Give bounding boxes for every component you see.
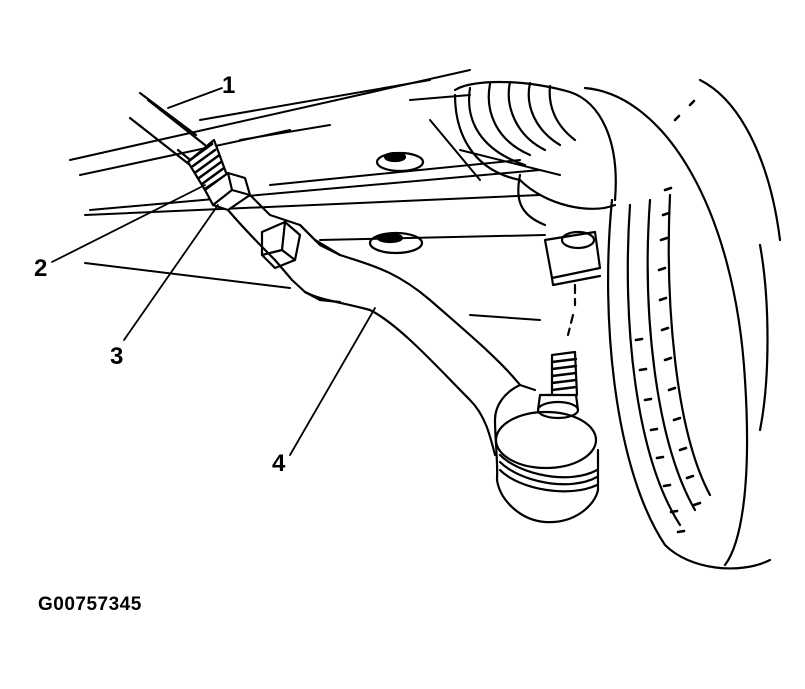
- callout-2: 2: [34, 255, 48, 282]
- leader-line-1: [167, 87, 223, 109]
- leader-line-3: [123, 204, 219, 341]
- leader-line-2: [51, 184, 206, 263]
- callout-1: 1: [222, 72, 236, 99]
- callout-4: 4: [272, 450, 286, 477]
- steering-knuckle: [543, 230, 602, 337]
- leader-line-4: [289, 307, 376, 456]
- outer-tie-rod-end: [226, 193, 537, 457]
- callout-3: 3: [110, 343, 124, 370]
- mounting-holes: [368, 151, 425, 255]
- ball-joint: [493, 350, 600, 524]
- leader-lines: [51, 87, 376, 456]
- figure-id: G00757345: [38, 594, 142, 615]
- brake-hub: [453, 80, 617, 227]
- rotor: [583, 78, 782, 570]
- chassis-lines: [69, 69, 561, 321]
- rotor-vents: [634, 99, 702, 534]
